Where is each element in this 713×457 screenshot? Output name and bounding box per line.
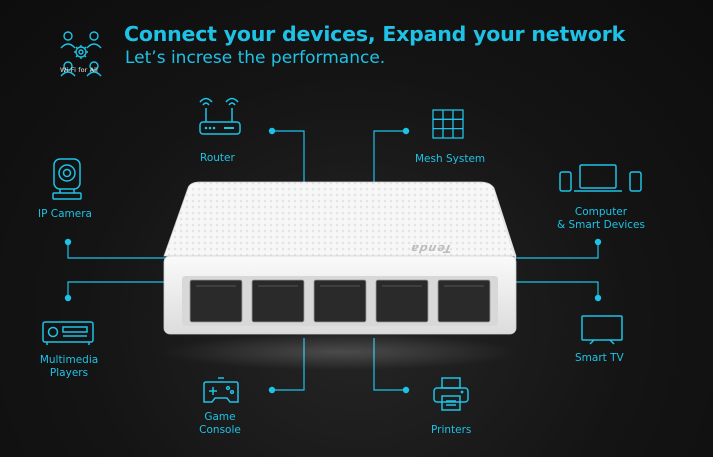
router-icon xyxy=(199,97,241,135)
computer-icon xyxy=(559,164,642,192)
printers-label: Printers xyxy=(431,424,472,436)
multimedia-label-line2: Players xyxy=(49,367,89,379)
smart-tv-label: Smart TV xyxy=(575,352,624,364)
mesh-system-label: Mesh System xyxy=(415,153,486,165)
game-console-label-line2: Console xyxy=(199,424,241,436)
page-subtitle: Let’s increse the performance. xyxy=(125,48,386,68)
printer-icon xyxy=(433,377,469,411)
computer-label-line1: Computer xyxy=(574,206,628,218)
computer-label-line2: & Smart Devices xyxy=(556,219,645,231)
tv-icon xyxy=(581,315,623,345)
network-switch-image xyxy=(160,181,520,370)
ip-camera-label: IP Camera xyxy=(38,208,92,220)
game-console-label-line1: Game xyxy=(204,411,236,423)
gamepad-icon xyxy=(203,377,239,403)
computer-label: Computer & Smart Devices xyxy=(556,206,646,232)
page-title: Connect your devices, Expand your networ… xyxy=(124,22,626,46)
media-player-icon xyxy=(42,321,94,345)
multimedia-label: Multimedia Players xyxy=(34,354,104,380)
grid-icon xyxy=(432,109,464,139)
switch-brand-text: Tenda xyxy=(407,242,455,255)
camera-icon xyxy=(52,158,82,200)
game-console-label: Game Console xyxy=(190,411,250,437)
logo-caption: Wi-Fi for All xyxy=(60,66,98,74)
wifi-for-all-logo-icon xyxy=(60,31,102,77)
multimedia-label-line1: Multimedia xyxy=(39,354,99,366)
router-label: Router xyxy=(200,152,235,164)
